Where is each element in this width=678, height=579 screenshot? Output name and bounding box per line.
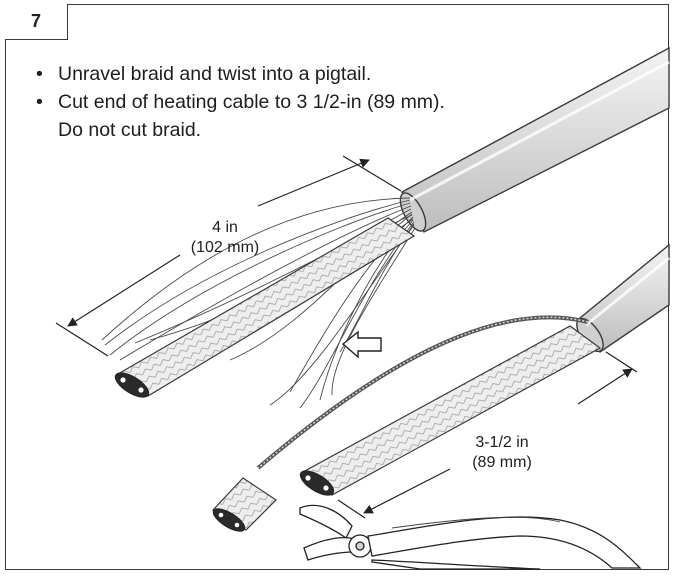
- lower-heating-core: [299, 325, 602, 496]
- upper-heating-core: [114, 217, 416, 398]
- instruction-text: Unravel braid and twist into a pigtail.: [58, 63, 372, 85]
- instruction-text: Do not cut braid.: [58, 119, 202, 141]
- braid-length-label: 4 in (102 mm): [180, 218, 270, 258]
- instruction-item: Unravel braid and twist into a pigtail.: [36, 60, 445, 88]
- upper-cable-jacket: [399, 46, 670, 233]
- cut-length-inches: 3-1/2 in: [475, 434, 529, 451]
- instruction-item: Cut end of heating cable to 3 1/2-in (89…: [36, 88, 445, 144]
- braid-length-mm: (102 mm): [190, 239, 260, 256]
- braid-length-inches: 4 in: [212, 219, 238, 236]
- lower-cable-jacket: [576, 243, 670, 353]
- cut-length-label: 3-1/2 in (89 mm): [452, 433, 552, 473]
- instruction-list: Unravel braid and twist into a pigtail. …: [36, 60, 445, 144]
- instruction-text: Cut end of heating cable to 3 1/2-in (89…: [58, 91, 445, 113]
- cut-length-mm: (89 mm): [472, 454, 532, 471]
- braid-dimension-line: [55, 155, 402, 357]
- pigtail-wire: [256, 315, 589, 470]
- cut-dimension-line: [337, 351, 638, 519]
- step-number: 7: [5, 4, 68, 40]
- wire-cutter-icon: [299, 504, 642, 570]
- cut-off-piece: [212, 477, 277, 532]
- direction-arrow-icon: [341, 330, 382, 359]
